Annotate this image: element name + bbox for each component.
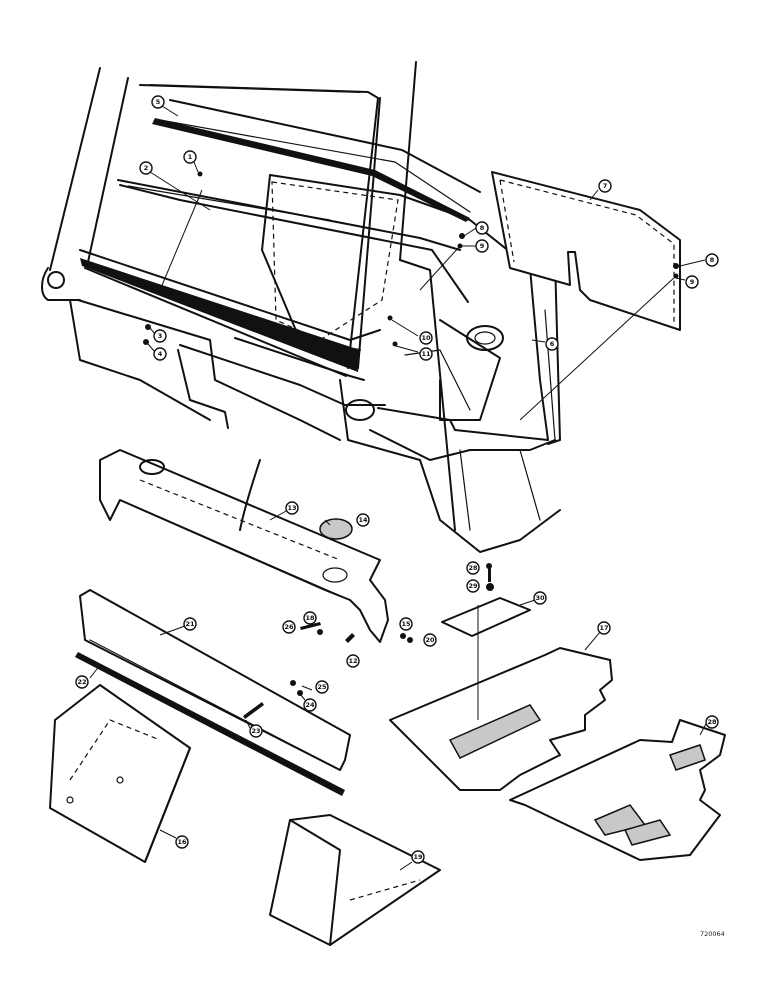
svg-text:26: 26	[284, 623, 294, 631]
front-panel	[75, 589, 351, 796]
svg-text:13: 13	[287, 504, 296, 512]
floor-plate	[389, 597, 613, 791]
washer-11	[392, 341, 398, 347]
callout-2: 2	[139, 161, 153, 175]
callout-30: 30	[533, 591, 547, 605]
callout-28b: 28	[705, 715, 719, 729]
screw-1	[197, 171, 203, 177]
callout-26: 26	[282, 620, 296, 634]
svg-text:15: 15	[401, 620, 411, 628]
callout-21: 21	[183, 617, 197, 631]
washer-29	[486, 583, 494, 591]
callout-10: 10	[419, 331, 433, 345]
cab-frame	[41, 61, 456, 531]
drawing-code: 720064	[700, 930, 725, 938]
svg-text:12: 12	[348, 657, 357, 665]
bolt-27	[300, 622, 321, 630]
side-panel	[491, 171, 681, 331]
callout-16: 16	[175, 835, 189, 849]
hardware	[143, 171, 679, 719]
callout-9b: 9	[685, 275, 699, 289]
floor-mat	[509, 719, 726, 861]
svg-text:28: 28	[468, 564, 478, 572]
svg-text:14: 14	[358, 516, 368, 524]
console-cover	[269, 814, 441, 946]
callout-5: 5	[151, 95, 165, 109]
svg-text:5: 5	[156, 98, 161, 106]
callout-24: 24	[303, 698, 317, 712]
svg-text:6: 6	[550, 340, 555, 348]
svg-text:4: 4	[158, 350, 163, 358]
svg-text:11: 11	[421, 350, 431, 358]
svg-text:29: 29	[468, 582, 478, 590]
svg-text:3: 3	[158, 332, 163, 340]
screw-8	[459, 233, 465, 239]
svg-text:22: 22	[77, 678, 86, 686]
callout-11: 11	[419, 347, 433, 361]
washer-25	[290, 680, 296, 686]
leader-lines	[89, 105, 708, 871]
svg-text:2: 2	[144, 164, 149, 172]
window-strips	[117, 99, 481, 303]
callout-9: 9	[475, 239, 489, 253]
cab-body	[69, 299, 561, 553]
callout-18: 18	[303, 611, 317, 625]
callout-15: 15	[399, 617, 413, 631]
callout-22: 22	[75, 675, 89, 689]
screw-8b	[673, 263, 679, 269]
callout-8: 8	[475, 221, 489, 235]
svg-text:10: 10	[421, 334, 431, 342]
svg-text:20: 20	[425, 636, 435, 644]
svg-text:28: 28	[707, 718, 717, 726]
screw-10	[387, 315, 393, 321]
svg-text:16: 16	[177, 838, 187, 846]
callout-12: 12	[346, 654, 360, 668]
plug-14	[319, 518, 353, 540]
window-channel	[79, 249, 381, 381]
washer-4	[143, 339, 149, 345]
svg-text:8: 8	[710, 256, 715, 264]
callout-17: 17	[597, 621, 611, 635]
svg-text:30: 30	[535, 594, 545, 602]
nut-3	[145, 324, 151, 330]
callout-3: 3	[153, 329, 167, 343]
callout-28: 28	[466, 561, 480, 575]
svg-text:24: 24	[305, 701, 315, 709]
callout-14: 14	[356, 513, 370, 527]
svg-text:19: 19	[413, 853, 423, 861]
callout-19: 19	[411, 850, 425, 864]
svg-text:1: 1	[188, 153, 193, 161]
callout-23: 23	[249, 724, 263, 738]
svg-text:8: 8	[480, 224, 485, 232]
svg-text:21: 21	[185, 620, 195, 628]
svg-text:18: 18	[305, 614, 315, 622]
callout-1: 1	[183, 150, 197, 164]
callout-20: 20	[423, 633, 437, 647]
bolt-23	[243, 702, 264, 719]
svg-text:9: 9	[690, 278, 695, 286]
callout-13: 13	[285, 501, 299, 515]
support-beam	[99, 449, 389, 643]
bolt-28	[488, 568, 491, 582]
nut-24	[297, 690, 303, 696]
nut-20	[407, 637, 413, 643]
callout-4: 4	[153, 347, 167, 361]
svg-text:17: 17	[599, 624, 608, 632]
callout-29: 29	[466, 579, 480, 593]
svg-text:25: 25	[317, 683, 327, 691]
svg-text:9: 9	[480, 242, 485, 250]
bolt-12	[345, 633, 355, 643]
callout-8b: 8	[705, 253, 719, 267]
callout-25: 25	[315, 680, 329, 694]
rear-cover	[49, 684, 191, 863]
callout-7: 7	[598, 179, 612, 193]
callouts: 1 2 3 4 5 6 7 8 8 9 9 10 11 12 13 14 15 …	[75, 95, 719, 864]
callout-6: 6	[545, 337, 559, 351]
svg-text:7: 7	[603, 182, 608, 190]
svg-text:23: 23	[251, 727, 260, 735]
